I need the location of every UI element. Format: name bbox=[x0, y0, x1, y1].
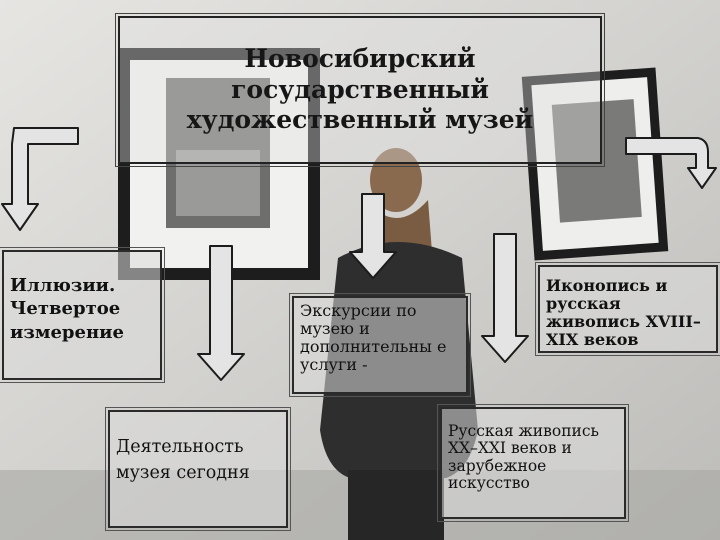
node-excursions-services: Экскурсии по музею и дополнительны е усл… bbox=[289, 293, 471, 397]
museum-title: Новосибирский государственный художестве… bbox=[115, 13, 605, 167]
node-icons-russian-painting-18-19: Иконопись и русская живопись XVIII–XIX в… bbox=[535, 262, 720, 356]
framed-photo-right bbox=[521, 67, 669, 261]
node-museum-activity-today: Деятельность музея сегодня bbox=[105, 407, 291, 531]
node-illusions-fourth-dimension: Иллюзии. Четвертое измерение bbox=[0, 247, 165, 383]
node-russian-painting-20-21-foreign-art: Русская живопись XX–XXI веков и зарубежн… bbox=[437, 404, 629, 522]
framed-photo-left bbox=[118, 48, 320, 280]
